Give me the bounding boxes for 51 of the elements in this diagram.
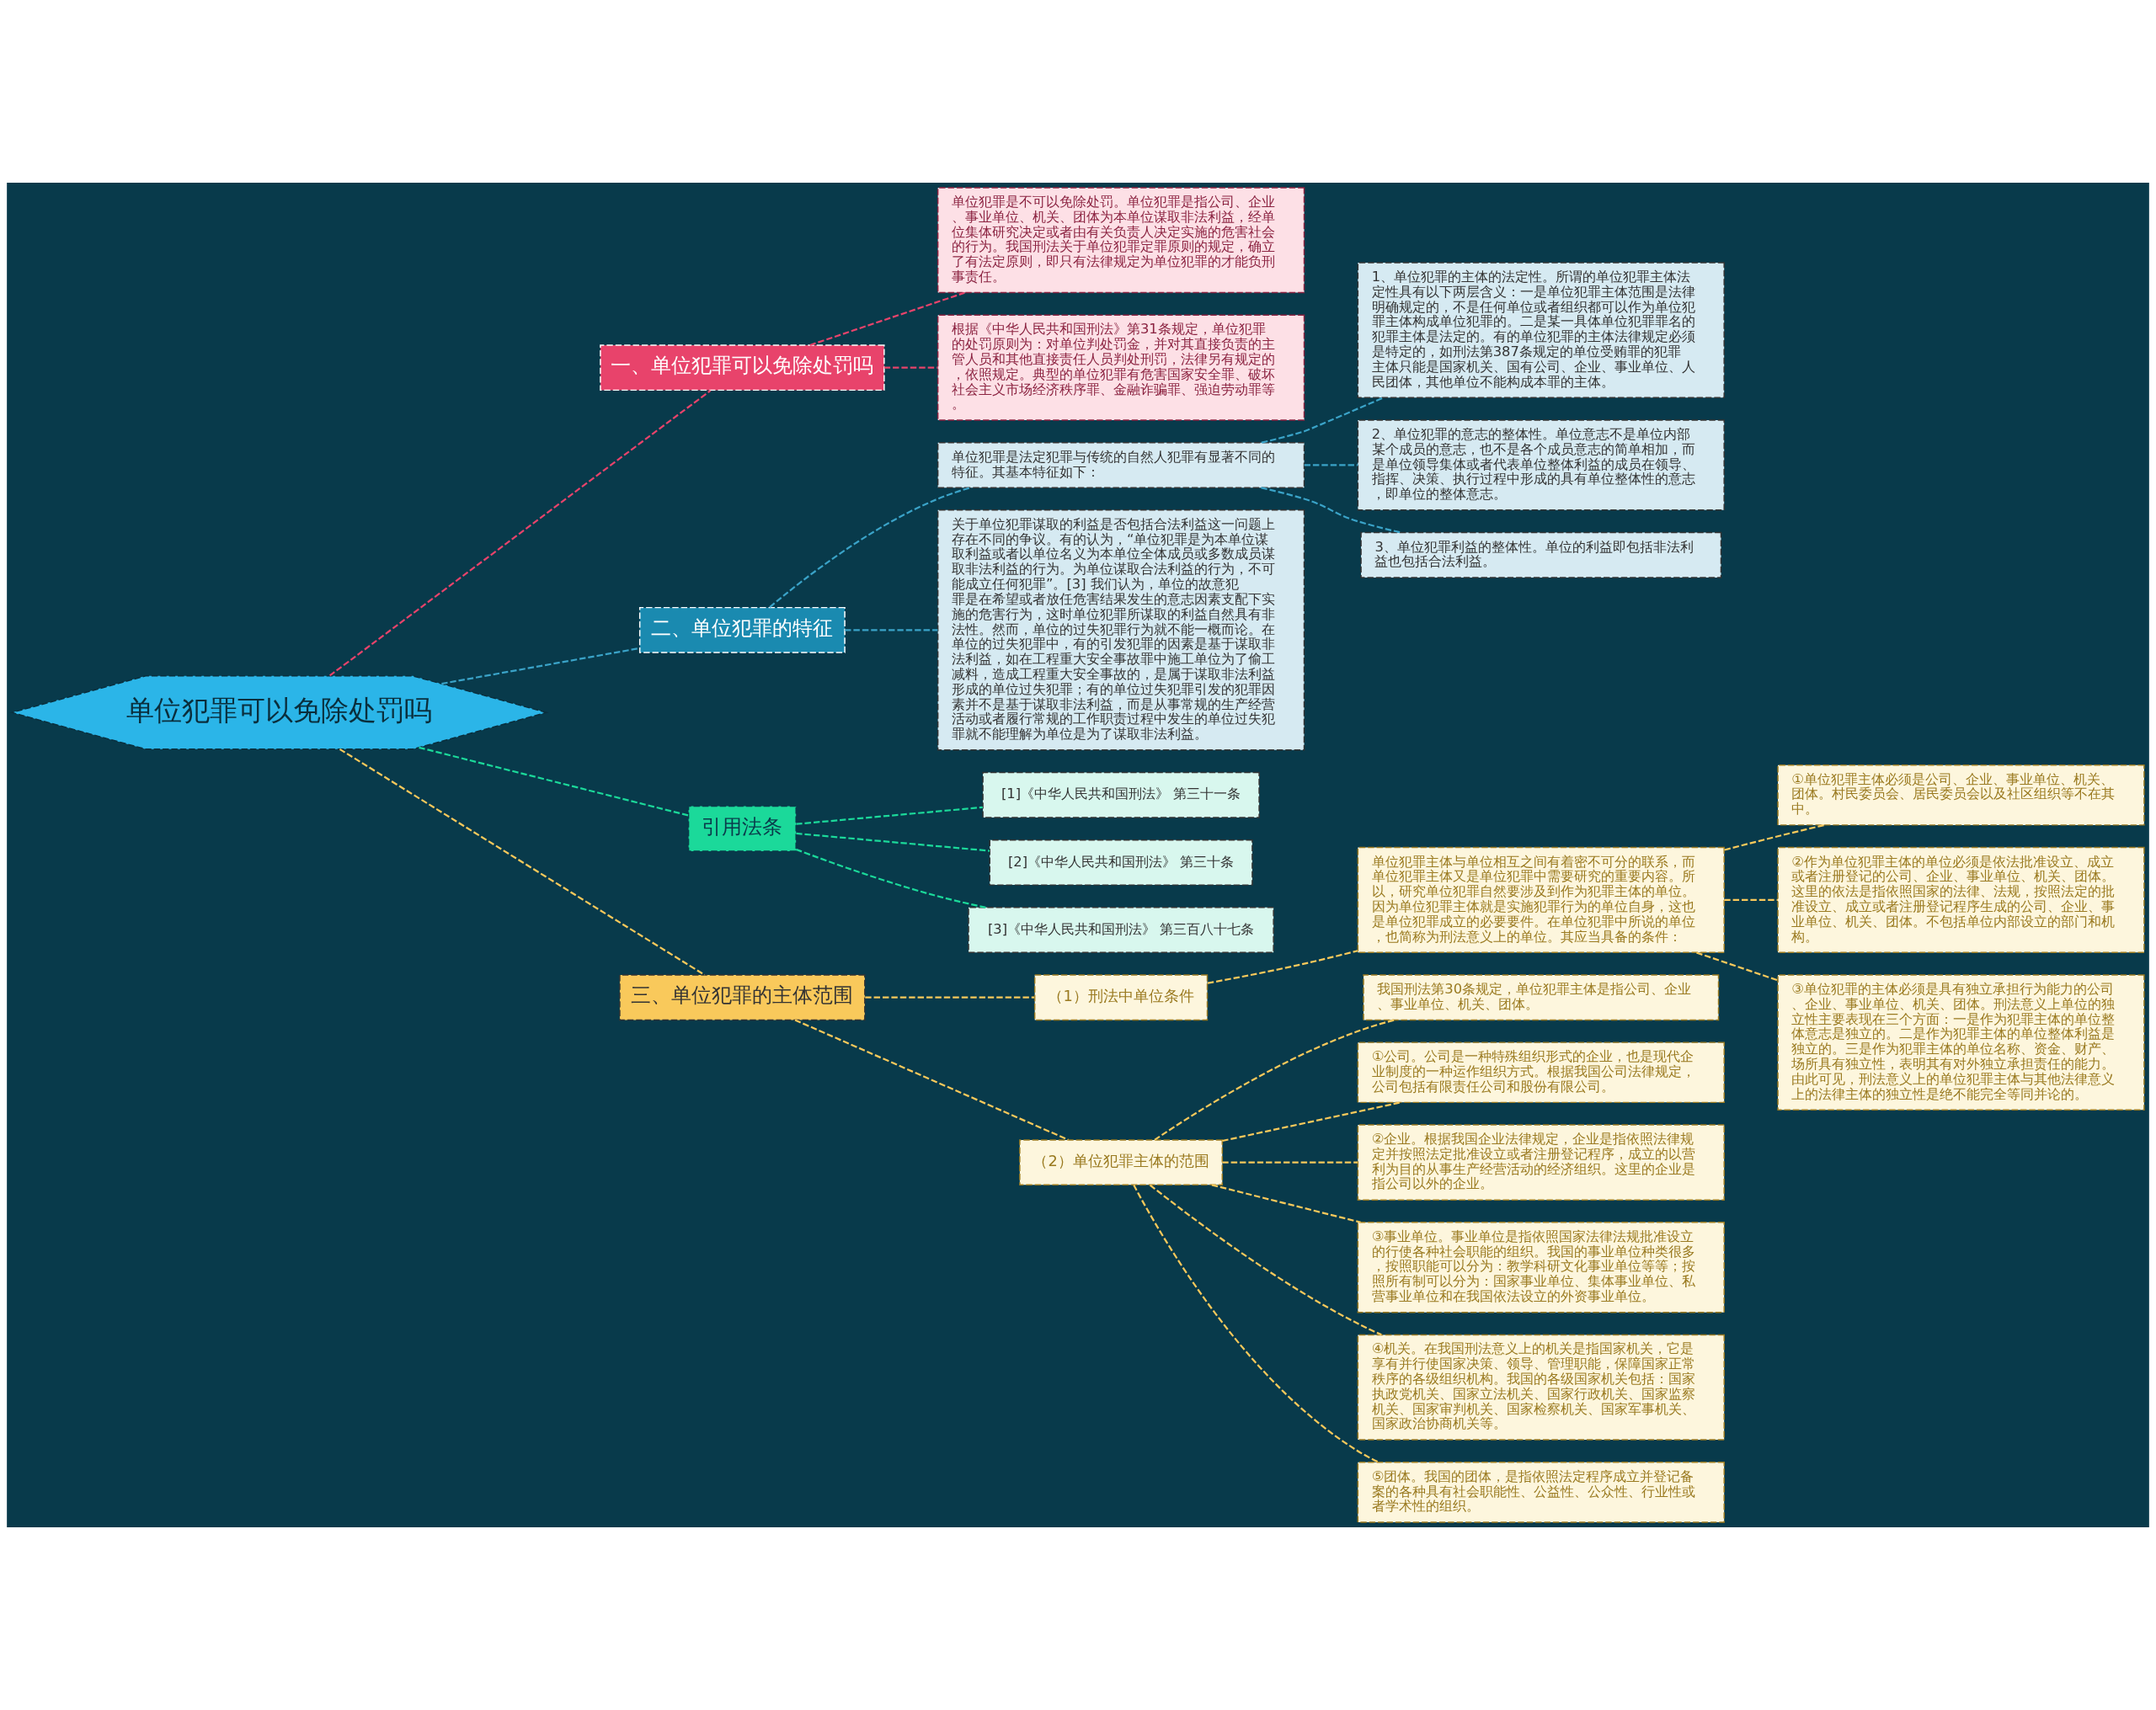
node-box: （2）单位犯罪主体的范围 xyxy=(1019,1139,1224,1186)
node-box: 我国刑法第30条规定，单位犯罪主体是指公司、企业、事业单位、机关、团体。 xyxy=(1363,974,1720,1021)
connector xyxy=(865,996,1035,999)
node-box: ④机关。在我国刑法意义上的机关是指国家机关，它是享有并行使国家决策、领导、管理职能，保障国家正常秩序的各级组织机构。我国的各级国家机关包括：国家执政党机关、国家立法机关、国家行政机关、国家监察机关、国家审判机关、国家检察机关、国家军事机关、国家政治协商机关等。 xyxy=(1357,1334,1725,1441)
connector xyxy=(1211,1184,1361,1223)
node-box: 二、单位犯罪的特征 xyxy=(638,606,846,653)
node-box: 2、单位犯罪的意志的整体性。单位意志不是单位内部某个成员的意志，也不是各个成员意志的简单相加，而是单位领导集体或者代表单位整体利益的成员在领导、指挥、决策、执行过程中形成的具有单位整体性的意志，即单位的整体意志。 xyxy=(1357,419,1725,511)
connector xyxy=(419,746,689,817)
node-box: 关于单位犯罪谋取的利益是否包括合法利益这一问题上存在不同的争议。有的认为，“单位犯罪是为本单位谋取利益或者以单位名义为本单位全体成员或多数成员谋取非法利益的行为。为单位谋取合法利益的行为，不可能成立任何犯罪”。[3] 我们认为，单位的故意犯罪是在希望或者放任危害结果发生的意志因素支配下实施的危害行为，这时单位犯罪所谋取的利益自然具有非法性。然而，单位的过失犯罪行为就不能一概而论。在单位的过失犯罪中，有的引发犯罪的因素是基于谋取非法利益，如在工程重大安全事故罪中施工单位为了偷工减料，造成工程重大安全事故的，是属于谋取非法利益形成的单位过失犯罪；有的单位过失犯罪引发的犯罪因素并不是基于谋取非法利益，而是从事常规的生产经营活动或者履行常规的工作职责过程中发生的单位过失犯罪就不能理解为单位是为了谋取非法利益。 xyxy=(937,509,1305,751)
connector xyxy=(1304,464,1358,466)
connector xyxy=(1154,1019,1395,1141)
node-box: ②作为单位犯罪主体的单位必须是依法批准设立、成立或者注册登记的公司、企业、事业单位、机关、团体。这里的依法是指依照国家的法律、法规，按照法定的批准设立、成立或者注册登记程序生成的公司、企业、事业单位、机关、团体。不包括单位内部设立的部门和机构。 xyxy=(1777,846,2145,953)
node-box: 三、单位犯罪的主体范围 xyxy=(619,974,866,1021)
connector xyxy=(1261,397,1384,444)
connector xyxy=(1133,1185,1380,1463)
connector xyxy=(769,487,971,608)
connector xyxy=(1222,1161,1358,1164)
node-box: 3、单位犯罪利益的整体性。单位的利益即包括非法利益也包括合法利益。 xyxy=(1360,531,1722,578)
node-box: 根据《中华人民共和国刑法》第31条规定，单位犯罪的处罚原则为：对单位判处罚金，并对其直接负责的主管人员和其他直接责任人员判处刑罚，法律另有规定的，依照规定。典型的单位犯罪有危害国家安全罪、破坏社会主义市场经济秩序罪、金融诈骗罪、强迫劳动罪等。 xyxy=(937,314,1305,421)
node-box: 单位犯罪是不可以免除处罚。单位犯罪是指公司、企业、事业单位、机关、团体为本单位谋取非法利益，经单位集体研究决定或者由有关负责人决定实施的危害社会的行为。我国刑法关于单位犯罪定罪原则的规定，确立了有法定原则，即只有法律规定为单位犯罪的才能负刑事责任。 xyxy=(937,187,1305,294)
node-box: [3]《中华人民共和国刑法》 第三百八十七条 xyxy=(968,907,1274,953)
connector xyxy=(1696,951,1779,982)
node-box: 1、单位犯罪的主体的法定性。所谓的单位犯罪主体法定性具有以下两层含义：一是单位犯罪主体范围是法律明确规定的，不是任何单位或者组织都可以作为单位犯罪主体构成单位犯罪的。二是某一具体单位犯罪罪名的犯罪主体是法定的。有的单位犯罪的主体法律规定必须是特定的，如刑法第387条规定的单位受贿罪的犯罪主体只能是国家机关、国有公司、企业、事业单位、人民团体，其他单位不能构成本罪的主体。 xyxy=(1357,262,1725,398)
connector xyxy=(796,806,983,825)
node-box: 单位犯罪主体与单位相互之间有着密不可分的联系，而单位犯罪主体又是单位犯罪中需要研究的重要内容。所以，研究单位犯罪自然要涉及到作为犯罪主体的单位。因为单位犯罪主体就是实施犯罪行为的单位自身，这也是单位犯罪成立的必要要件。在单位犯罪中所说的单位，也简称为刑法意义上的单位。其应当具备的条件： xyxy=(1357,846,1725,953)
connector xyxy=(1724,898,1778,902)
node-box: 单位犯罪是法定犯罪与传统的自然人犯罪有显著不同的特征。其基本特征如下： xyxy=(937,441,1305,488)
connector xyxy=(883,366,938,369)
connector xyxy=(795,848,986,908)
node-box: （1）刑法中单位条件 xyxy=(1033,974,1209,1021)
node-box: ①公司。公司是一种特殊组织形式的企业，也是现代企业制度的一种运作组织方式。根据我国公司法律规定，公司包括有限责任公司和股份有限公司。 xyxy=(1357,1041,1725,1104)
connector xyxy=(441,647,640,685)
connector xyxy=(1261,487,1401,534)
node-box: [2]《中华人民共和国刑法》 第三十条 xyxy=(989,839,1253,886)
node-box: ①单位犯罪主体必须是公司、企业、事业单位、机关、团体。村民委员会、居民委员会以及社区组织等不在其中。 xyxy=(1777,764,2145,826)
connector xyxy=(1149,1184,1382,1336)
connector xyxy=(809,291,965,346)
node-box: 一、单位犯罪可以免除处罚吗 xyxy=(600,344,885,392)
node-box: ②企业。根据我国企业法律规定，企业是指依照法律规定并按照法定批准设立或者注册登记程序，成立的以营利为目的从事生产经营活动的经济组织。这里的企业是指公司以外的企业。 xyxy=(1357,1124,1725,1201)
connector xyxy=(845,629,938,631)
node-box: [1]《中华人民共和国刑法》 第三十一条 xyxy=(982,771,1260,818)
node-box: 引用法条 xyxy=(687,805,797,852)
node-box: ③单位犯罪的主体必须是具有独立承担行为能力的公司、企业、事业单位、机关、团体。刑法意义上单位的独立性主要表现在三个方面：一是作为犯罪主体的单位整体意志是独立的。二是作为犯罪主体的单位整体利益是独立的。三是作为犯罪主体的单位名称、资金、财产、场所具有独立性，表明其有对外独立承担责任的能力。由此可见，刑法意义上的单位犯罪主体与其他法律意义上的法律主体的独立性是绝不能完全等同并论的。 xyxy=(1777,974,2145,1111)
node-box: ⑤团体。我国的团体，是指依照法定程序成立并登记备案的各种具有社会职能性、公益性、公众性、行业性或者学术性的组织。 xyxy=(1357,1462,1725,1523)
connector xyxy=(1207,950,1358,984)
connector xyxy=(328,389,712,677)
connector xyxy=(796,832,990,852)
connector xyxy=(794,1019,1069,1141)
connector xyxy=(1724,823,1825,851)
node-box: ③事业单位。事业单位是指依照国家法律法规批准设立的行使各种社会职能的组织。我国的事业单位种类很多，按照职能可以分为：教学科研文化事业单位等等；按照所有制可以分为：国家事业单位、集体事业单位、私营事业单位和在我国依法设立的外资事业单位。 xyxy=(1357,1222,1725,1313)
connector xyxy=(1222,1101,1401,1143)
